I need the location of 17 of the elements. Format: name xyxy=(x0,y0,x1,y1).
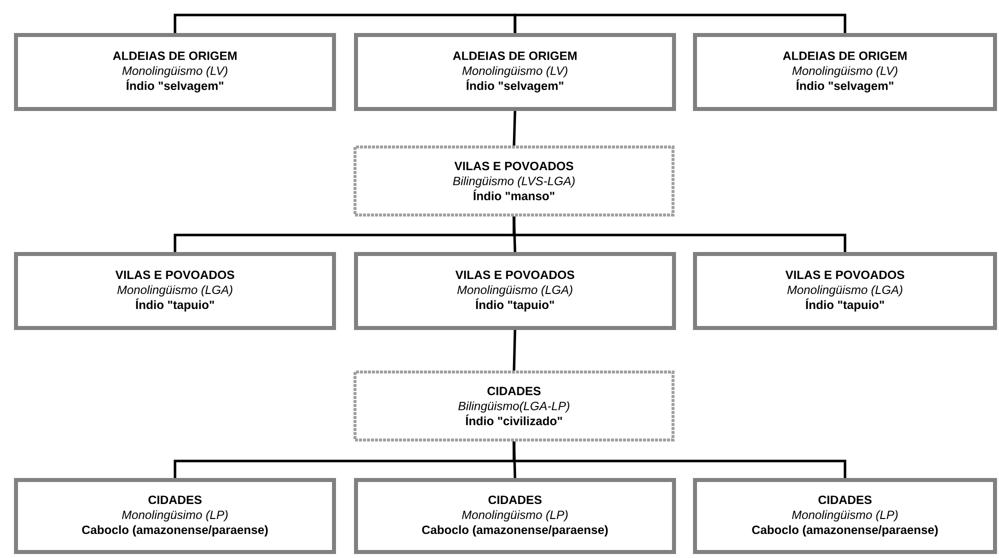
dashed-box: VILAS E POVOADOS Bilingüismo (LVS-LGA) Índio "manso" xyxy=(354,146,674,216)
category-box: VILAS E POVOADOS Monolingüismo (LGA) Índio "tapuio" xyxy=(354,252,676,330)
category-box: ALDEIAS DE ORIGEM Monolingüismo (LV) Índio "selvagem" xyxy=(693,33,997,111)
category-box: CIDADES Monolingüismo (LP) Caboclo (amazonense/paraense) xyxy=(693,478,997,554)
connector-line xyxy=(514,14,846,33)
category-box: ALDEIAS DE ORIGEM Monolingüismo (LV) Índio "selvagem" xyxy=(14,33,336,111)
connector-line xyxy=(174,14,516,33)
connector-line xyxy=(512,442,846,478)
category-box: VILAS E POVOADOS Monolingüismo (LGA) Índio "tapuio" xyxy=(693,252,997,330)
connector-line xyxy=(512,216,846,252)
dashed-box: CIDADES Bilingüismo(LGA-LP) Índio "civilizado" xyxy=(354,370,674,442)
category-box: VILAS E POVOADOS Monolingüismo (LGA) Índio "tapuio" xyxy=(14,252,336,330)
category-box: CIDADES Monolingüsimo (LP) Caboclo (amazonense/paraense) xyxy=(14,478,336,554)
category-box: ALDEIAS DE ORIGEM Monolingüismo (LV) Índio "selvagem" xyxy=(354,33,676,111)
connector-line xyxy=(512,110,516,146)
category-box: CIDADES Monolingüismo (LP) Caboclo (amazonense/paraense) xyxy=(354,478,676,554)
connector-line xyxy=(512,330,516,371)
